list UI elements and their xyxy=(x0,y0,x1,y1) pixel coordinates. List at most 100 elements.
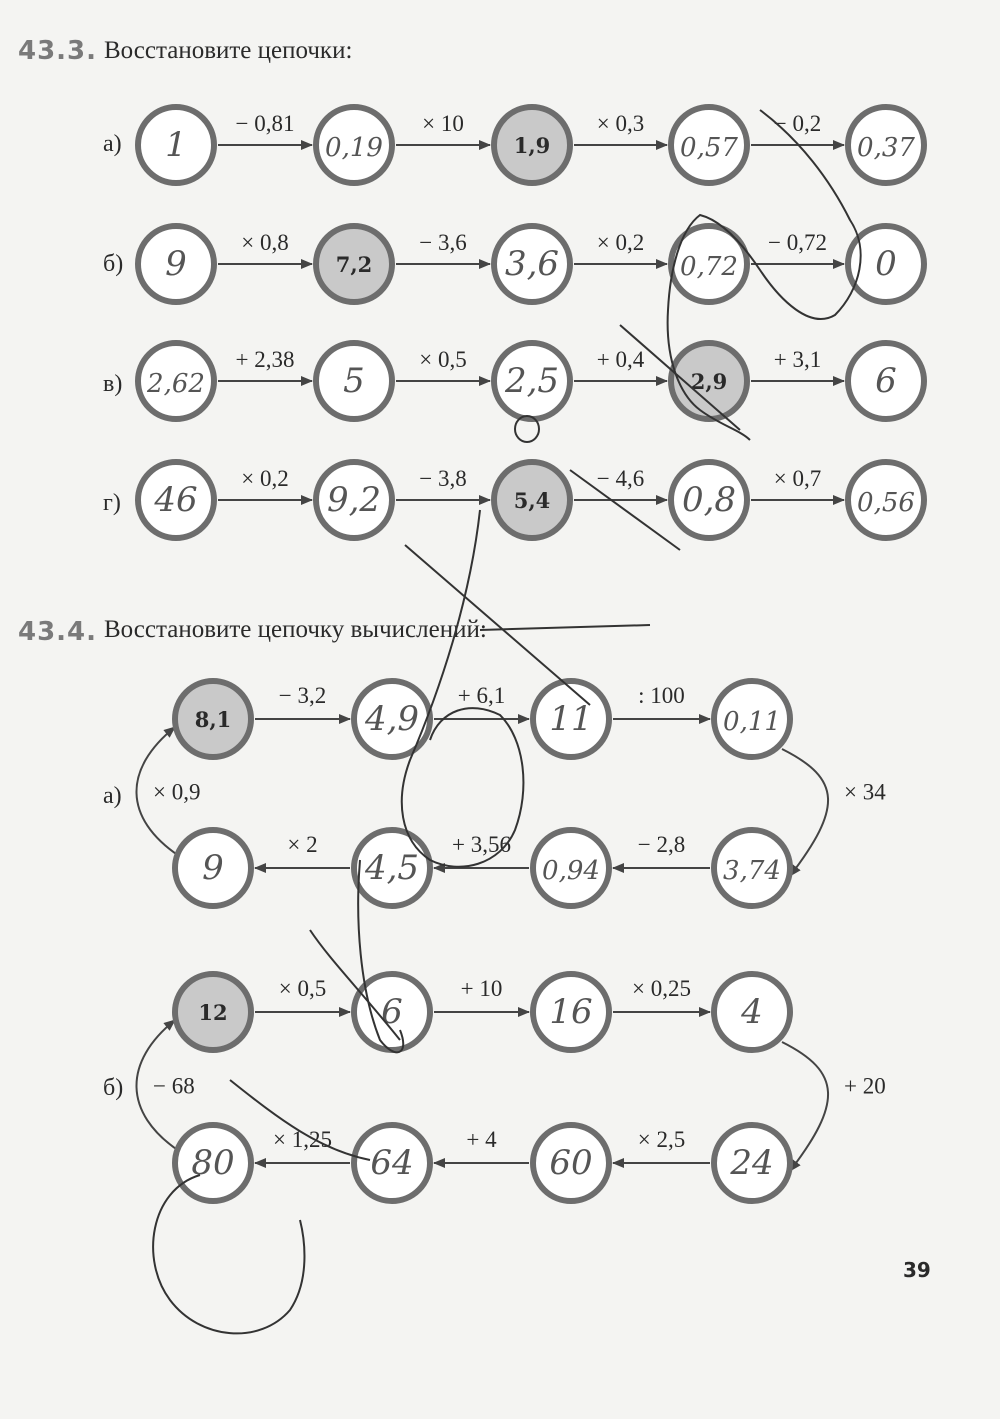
chain-node xyxy=(845,223,927,305)
answer-value: 4,9 xyxy=(364,699,419,739)
exercise-number: 43.4. xyxy=(18,617,98,647)
operation-label: × 2 xyxy=(287,832,317,857)
operation-label: × 0,25 xyxy=(632,976,691,1001)
answer-value: 2,5 xyxy=(504,361,559,401)
operation-label: + 20 xyxy=(844,1074,886,1099)
pencil-scribble xyxy=(514,415,540,443)
cycle-arrow xyxy=(781,1041,829,1172)
operation-label: × 10 xyxy=(422,111,464,136)
operation-label: × 0,5 xyxy=(279,976,326,1001)
chain-node xyxy=(711,678,793,760)
chain-node xyxy=(668,223,750,305)
answer-value: 3,74 xyxy=(723,856,781,886)
operation-label: + 4 xyxy=(466,1127,497,1152)
operation-label: − 2,8 xyxy=(638,832,685,857)
operation-label: × 0,2 xyxy=(597,230,644,255)
answer-value: 0 xyxy=(875,244,897,284)
answer-value: 0,37 xyxy=(857,133,915,163)
cycle-arrow xyxy=(135,726,180,857)
operation-label: × 1,25 xyxy=(273,1127,332,1152)
answer-value: 46 xyxy=(153,480,197,520)
chain-node xyxy=(351,678,433,760)
row-label: б) xyxy=(103,251,124,277)
answer-value: 0,94 xyxy=(542,856,600,886)
operation-label: × 0,2 xyxy=(241,466,288,491)
answer-value: 3,6 xyxy=(505,244,559,284)
answer-value: 80 xyxy=(191,1143,234,1183)
answer-value: 4,5 xyxy=(364,848,419,888)
pencil-scribble xyxy=(569,469,681,551)
operation-label: − 0,81 xyxy=(236,111,295,136)
cycle-label: а) xyxy=(103,783,122,809)
row-label: а) xyxy=(103,131,122,157)
chain-node xyxy=(313,223,395,305)
given-value: 12 xyxy=(198,1000,227,1025)
chain-node xyxy=(135,459,217,541)
answer-value: 0,11 xyxy=(723,707,781,737)
pencil-scribble xyxy=(404,544,591,706)
operation-label: − 68 xyxy=(153,1074,195,1099)
operation-label: × 34 xyxy=(844,780,886,805)
chain-node xyxy=(711,971,793,1053)
given-value: 2,9 xyxy=(691,369,728,394)
answer-value: 1 xyxy=(165,125,187,165)
answer-value: 9 xyxy=(202,848,224,888)
chain-node xyxy=(845,459,927,541)
given-value: 7,2 xyxy=(336,252,373,277)
chain-node xyxy=(711,1122,793,1204)
cycle-arrow xyxy=(781,748,829,877)
chain-node xyxy=(491,223,573,305)
chain-node xyxy=(845,340,927,422)
operation-label: − 3,2 xyxy=(279,683,326,708)
answer-value: 11 xyxy=(549,699,592,739)
pencil-scribble xyxy=(229,1079,371,1161)
chain-node xyxy=(313,340,395,422)
row-label: в) xyxy=(103,371,123,397)
pencil-scribble xyxy=(619,324,741,431)
answer-value: 0,19 xyxy=(325,133,383,163)
answer-value: 9,2 xyxy=(327,480,381,520)
page-number: 39 xyxy=(903,1258,931,1282)
operation-label: + 3,1 xyxy=(774,347,821,372)
operation-label: − 0,2 xyxy=(774,111,821,136)
chain-node xyxy=(530,971,612,1053)
chain-node xyxy=(172,678,254,760)
cycle-arrow xyxy=(135,1019,180,1152)
row-label: г) xyxy=(103,490,121,516)
operation-label: + 6,1 xyxy=(458,683,505,708)
chain-node xyxy=(491,104,573,186)
operation-label: + 10 xyxy=(461,976,503,1001)
given-value: 1,9 xyxy=(514,133,551,158)
pencil-scribble xyxy=(400,509,525,868)
chain-node xyxy=(313,104,395,186)
answer-value: 0,57 xyxy=(680,133,738,163)
operation-label: × 0,3 xyxy=(597,111,644,136)
answer-value: 9 xyxy=(165,244,187,284)
answer-value: 0,56 xyxy=(857,488,915,518)
chain-node xyxy=(351,1122,433,1204)
chain-node xyxy=(172,971,254,1053)
answer-value: 60 xyxy=(549,1143,592,1183)
answer-value: 4 xyxy=(740,992,763,1032)
chain-node xyxy=(135,340,217,422)
chain-node xyxy=(711,827,793,909)
answer-value: 0,72 xyxy=(680,252,738,282)
answer-value: 2,62 xyxy=(146,369,205,399)
chain-node xyxy=(135,104,217,186)
answer-value: 6 xyxy=(381,992,403,1032)
cycle-label: б) xyxy=(103,1075,124,1101)
operation-label: − 3,8 xyxy=(419,466,466,491)
answer-value: 6 xyxy=(875,361,897,401)
chain-node xyxy=(530,827,612,909)
operation-label: − 0,72 xyxy=(768,230,827,255)
answer-value: 24 xyxy=(729,1143,773,1183)
given-value: 5,4 xyxy=(514,488,551,513)
operation-label: : 100 xyxy=(638,683,685,708)
exercise-title: Восстановите цепочки: xyxy=(104,37,353,64)
pencil-scribble xyxy=(479,624,651,631)
chain-node xyxy=(491,459,573,541)
chain-node xyxy=(351,827,433,909)
operation-label: × 0,8 xyxy=(241,230,288,255)
